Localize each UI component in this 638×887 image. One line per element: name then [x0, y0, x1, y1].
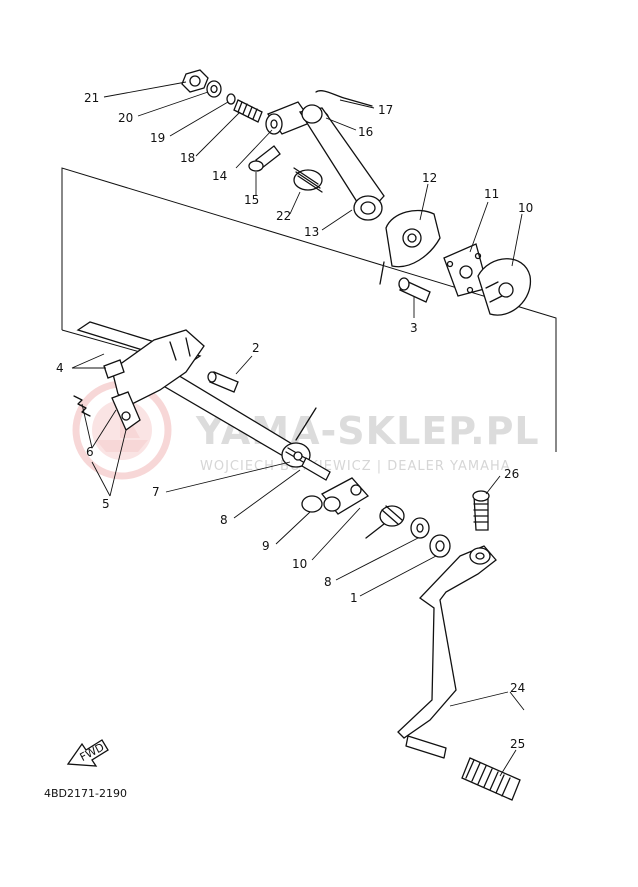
- callout-20: 19: [150, 131, 165, 145]
- part-shift-arm: [298, 104, 385, 221]
- part-plate-13: [379, 209, 441, 285]
- callout-9: 9: [262, 539, 270, 553]
- part-washer: [206, 80, 222, 98]
- callout-14: 13: [304, 225, 319, 239]
- fwd-arrow-icon: FWD: [66, 739, 109, 767]
- callout-7: 7: [152, 485, 160, 499]
- part-spring-23: [293, 167, 323, 193]
- callout-16: 15: [244, 193, 259, 207]
- callout-22: 21: [84, 91, 99, 105]
- part-washer-8: [410, 517, 430, 539]
- callout-18: 17: [378, 103, 393, 117]
- part-segment-11: [477, 258, 531, 316]
- part-pin: [248, 145, 281, 172]
- part-small-washer: [226, 93, 236, 105]
- part-washer-9: [301, 495, 323, 513]
- assembly-frame: [61, 167, 557, 452]
- callout-2: 2: [252, 341, 260, 355]
- part-cotter-pin: [315, 90, 373, 107]
- watermark-sub: WOJCIECH BUTKIEWICZ | DEALER YAMAHA: [200, 459, 511, 474]
- callout-13: 12: [422, 171, 437, 185]
- part-oil-seal: [429, 534, 451, 558]
- part-pin-2: [207, 371, 239, 393]
- part-pedal-rubber: [461, 757, 521, 801]
- leader-lines: [71, 81, 525, 777]
- drawing-code: 4BD2171-2190: [44, 787, 127, 800]
- callout-21: 20: [118, 111, 133, 125]
- part-spring-wire: [295, 407, 317, 441]
- part-link-5: [111, 391, 141, 431]
- callout-6: 6: [86, 445, 94, 459]
- part-washer-8b: [293, 451, 303, 461]
- part-nut: [181, 69, 209, 93]
- callout-3: 3: [410, 321, 418, 335]
- callout-4: 4: [56, 361, 64, 375]
- callout-19: 18: [180, 151, 195, 165]
- callout-5: 5: [102, 497, 110, 511]
- part-shift-lever: [103, 329, 205, 405]
- callout-10: 10: [292, 557, 307, 571]
- callout-24: 24: [510, 681, 525, 695]
- part-plate-12: [443, 243, 489, 297]
- part-bolt: [233, 99, 263, 123]
- part-shaft-3: [398, 277, 431, 303]
- part-stopper-lever: [321, 477, 370, 515]
- callout-8-right: 8: [324, 575, 332, 589]
- part-shift-pedal: [397, 545, 497, 759]
- callout-15: 14: [212, 169, 227, 183]
- callout-1: 1: [350, 591, 358, 605]
- part-bolt-26: [472, 490, 490, 531]
- callout-25: 25: [510, 737, 525, 751]
- callout-8-left: 8: [220, 513, 228, 527]
- callout-17: 16: [358, 125, 373, 139]
- part-coil-spring: [365, 505, 405, 539]
- callout-12: 11: [484, 187, 499, 201]
- callouts: 21 20 19 18 14 15 22 13 17 16 12 11 10 3…: [56, 91, 533, 751]
- callout-11: 10: [518, 201, 533, 215]
- callout-26: 26: [504, 467, 519, 481]
- callout-23: 22: [276, 209, 291, 223]
